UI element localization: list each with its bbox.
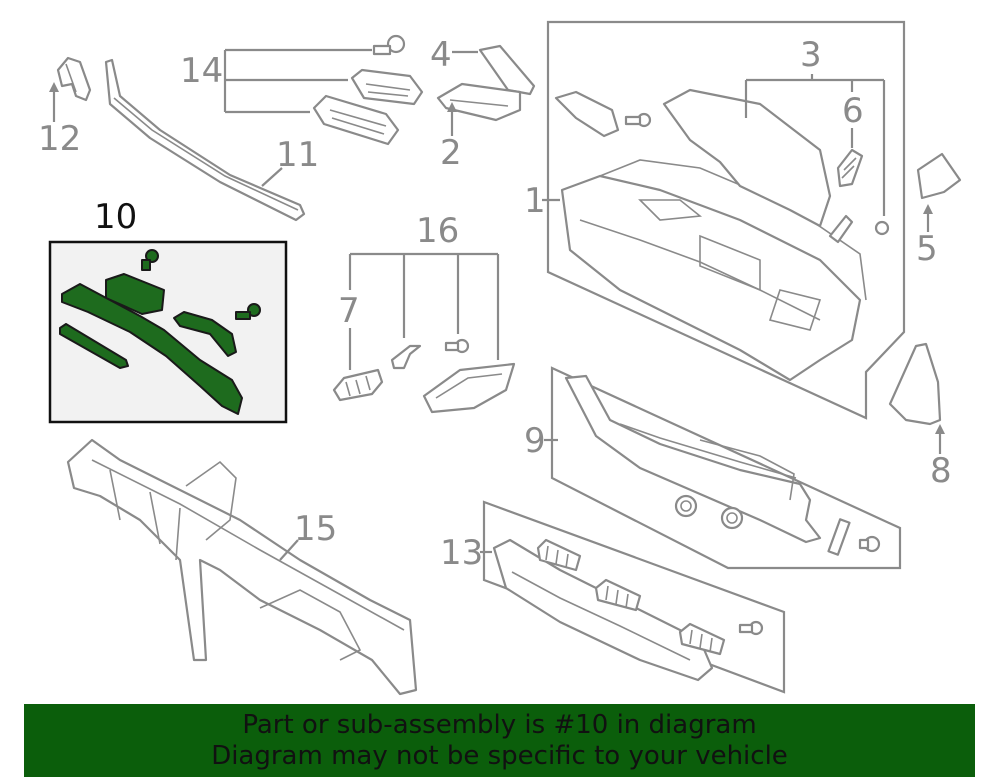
callout-7[interactable]: 7 <box>338 291 360 331</box>
callout-11[interactable]: 11 <box>276 135 319 175</box>
part-13-vent-1[interactable] <box>536 538 582 572</box>
part-10-highlight-box <box>48 240 288 424</box>
part-3-clip[interactable] <box>828 214 890 244</box>
part-8-side-cover[interactable] <box>888 342 942 426</box>
part-9-knob-1[interactable] <box>674 494 698 518</box>
callout-3[interactable]: 3 <box>800 35 822 75</box>
callout-8[interactable]: 8 <box>930 451 952 491</box>
part-3-upper-pad[interactable] <box>662 88 832 228</box>
part-13-vent-3[interactable] <box>678 622 726 656</box>
part-9-bumper[interactable] <box>858 535 881 553</box>
part-9-glove-box-assembly[interactable] <box>564 374 822 544</box>
callout-10[interactable]: 10 <box>94 197 137 237</box>
part-10-lower-panel-assembly[interactable] <box>59 249 261 415</box>
callout-12[interactable]: 12 <box>38 119 81 159</box>
part-16-screw[interactable] <box>444 338 470 354</box>
part-4-cover[interactable] <box>478 44 536 96</box>
part-1-screw[interactable] <box>624 112 652 128</box>
part-2-tray[interactable] <box>436 82 522 122</box>
part-14-screw[interactable] <box>372 34 406 56</box>
part-1-bracket-left[interactable] <box>554 90 620 138</box>
callout-2[interactable]: 2 <box>440 133 462 173</box>
part-13-center-trim-panel[interactable] <box>492 538 714 682</box>
part-9-knob-2[interactable] <box>720 506 744 530</box>
notice-line-1: Part or sub-assembly is #10 in diagram <box>242 709 757 740</box>
callout-6[interactable]: 6 <box>842 91 864 131</box>
notice-banner: Part or sub-assembly is #10 in diagram D… <box>24 704 975 777</box>
callout-14[interactable]: 14 <box>180 51 223 91</box>
part-13-group-outline <box>482 500 786 694</box>
part-11-trim-strip[interactable] <box>104 58 306 222</box>
part-16-trim-cover[interactable] <box>422 362 516 414</box>
callout-4[interactable]: 4 <box>430 35 452 75</box>
callout-16[interactable]: 16 <box>416 211 459 251</box>
part-13-vent-2[interactable] <box>594 578 642 612</box>
part-5-end-cap[interactable] <box>916 152 962 200</box>
part-7-vent-grille[interactable] <box>332 368 384 402</box>
callout-13[interactable]: 13 <box>440 533 483 573</box>
callout-5[interactable]: 5 <box>916 229 938 269</box>
notice-line-2: Diagram may not be specific to your vehi… <box>211 740 788 771</box>
callout-15[interactable]: 15 <box>294 509 337 549</box>
callout-1[interactable]: 1 <box>524 181 546 221</box>
part-12-bracket[interactable] <box>56 56 92 102</box>
part-13-screw[interactable] <box>738 620 764 636</box>
part-6-side-vent[interactable] <box>836 148 864 188</box>
part-16-clip[interactable] <box>390 344 422 370</box>
part-15-cross-car-beam[interactable] <box>66 438 418 696</box>
part-9-group-outline <box>550 366 902 570</box>
part-1-group-outline <box>546 20 906 420</box>
part-14-vent-lower[interactable] <box>312 94 400 146</box>
part-9-damper[interactable] <box>827 518 851 556</box>
part-14-vent-upper[interactable] <box>350 68 424 106</box>
callout-9[interactable]: 9 <box>524 421 546 461</box>
